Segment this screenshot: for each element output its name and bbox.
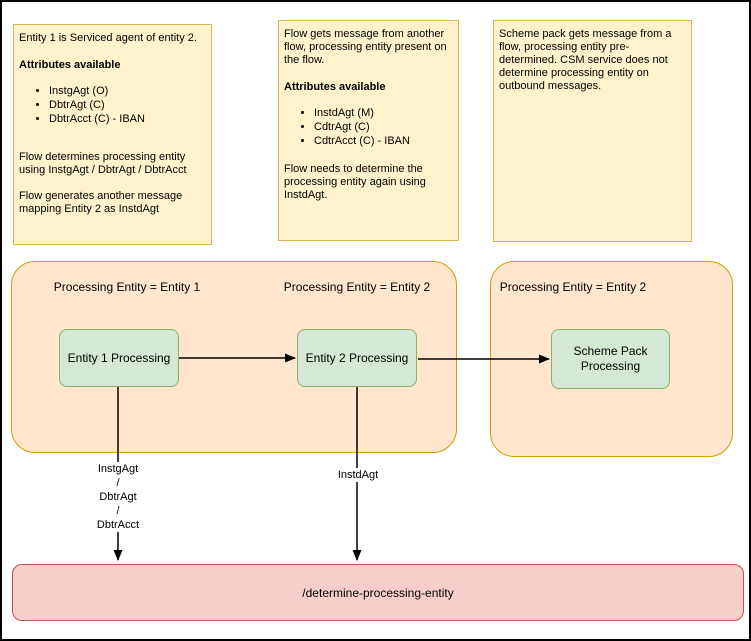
process-box-entity2: Entity 2 Processing	[297, 329, 417, 387]
container-label-entity2: Processing Entity = Entity 2	[283, 280, 431, 294]
note3-intro: Scheme pack gets message from a flow, pr…	[499, 28, 672, 92]
note-entity1-serviced-agent: Entity 1 is Serviced agent of entity 2. …	[13, 24, 212, 245]
note2-intro: Flow gets message from another flow, pro…	[284, 28, 447, 66]
container-label-entity1: Processing Entity = Entity 1	[53, 280, 201, 294]
endpoint-box: /determine-processing-entity	[12, 564, 744, 621]
edge-label-instgagt-dbtragt-dbtracct: InstgAgt / DbtrAgt / DbtrAcct	[88, 462, 148, 532]
note1-bullet-dbtracct: DbtrAcct (C) - IBAN	[49, 113, 206, 126]
container-label-entity2-right: Processing Entity = Entity 2	[499, 280, 647, 294]
note-scheme-pack: Scheme pack gets message from a flow, pr…	[493, 20, 692, 242]
edge-label-line: DbtrAgt	[88, 490, 148, 504]
note2-bullet-cdtracct: CdtrAcct (C) - IBAN	[314, 135, 453, 148]
note1-paragraph-generates: Flow generates another message mapping E…	[19, 190, 183, 215]
edge-label-line: DbtrAcct	[88, 518, 148, 532]
process-box-entity1: Entity 1 Processing	[59, 329, 179, 387]
note2-bullet-cdtragt: CdtrAgt (C)	[314, 121, 453, 134]
note2-attribute-list: InstdAgt (M) CdtrAgt (C) CdtrAcct (C) - …	[284, 107, 453, 148]
note1-attribute-list: InstgAgt (O) DbtrAgt (C) DbtrAcct (C) - …	[19, 85, 206, 126]
endpoint-label: /determine-processing-entity	[302, 585, 454, 600]
note-flow-gets-message: Flow gets message from another flow, pro…	[278, 20, 459, 241]
note2-paragraph-determine-again: Flow needs to determine the processing e…	[284, 163, 426, 201]
note1-attributes-heading: Attributes available	[19, 59, 121, 71]
note1-bullet-instgagt: InstgAgt (O)	[49, 85, 206, 98]
process-box-scheme-pack: Scheme Pack Processing	[551, 329, 670, 389]
note2-bullet-instdagt: InstdAgt (M)	[314, 107, 453, 120]
edge-label-line: InstgAgt	[88, 462, 148, 476]
edge-label-line: /	[88, 504, 148, 518]
note2-attributes-heading: Attributes available	[284, 81, 386, 93]
edge-label-instdagt: InstdAgt	[328, 468, 388, 482]
note1-bullet-dbtragt: DbtrAgt (C)	[49, 99, 206, 112]
note1-paragraph-determines: Flow determines processing entity using …	[19, 151, 187, 176]
edge-label-line: /	[88, 476, 148, 490]
note1-intro: Entity 1 is Serviced agent of entity 2.	[19, 32, 197, 44]
